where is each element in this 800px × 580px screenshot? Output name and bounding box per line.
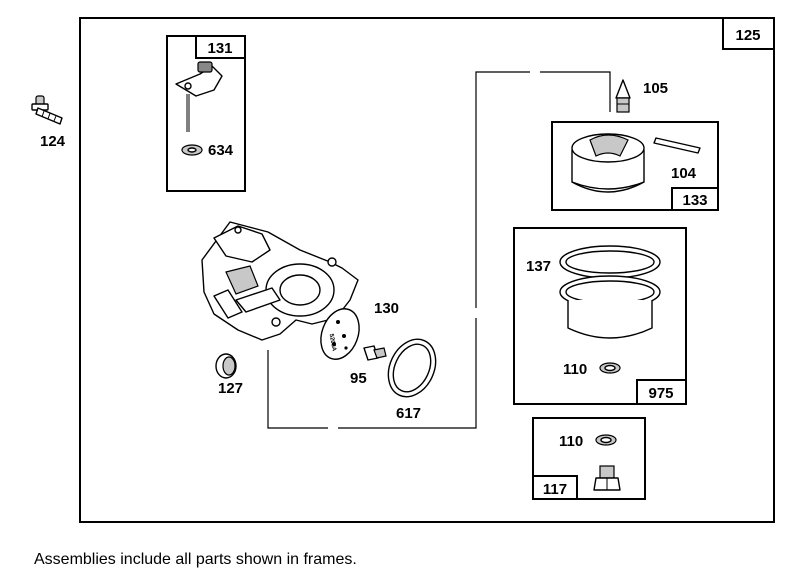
tag-117-box bbox=[532, 475, 578, 500]
tag-133-box bbox=[671, 187, 719, 211]
label-105: 105 bbox=[643, 80, 668, 97]
gasket-617-part bbox=[387, 338, 437, 398]
label-95: 95 bbox=[350, 370, 367, 387]
label-131: 131 bbox=[207, 40, 232, 57]
assembly-connector-line bbox=[267, 71, 611, 429]
label-125: 125 bbox=[735, 27, 760, 44]
plate-stamp: 5208A bbox=[328, 333, 337, 352]
float-assembly-part bbox=[175, 61, 223, 132]
screw-124-part bbox=[31, 95, 63, 125]
label-117: 117 bbox=[543, 481, 567, 498]
label-110b: 110 bbox=[559, 433, 583, 450]
screw-95-part bbox=[363, 345, 387, 361]
label-137: 137 bbox=[526, 258, 551, 275]
label-634: 634 bbox=[208, 142, 234, 159]
label-127: 127 bbox=[218, 380, 243, 397]
washer-110b-part bbox=[595, 434, 617, 446]
footnote: Assemblies include all parts shown in fr… bbox=[34, 551, 357, 568]
label-104: 104 bbox=[671, 165, 697, 182]
bolt-117-part bbox=[593, 465, 621, 491]
label-975: 975 bbox=[648, 385, 673, 402]
frame-117 bbox=[532, 417, 646, 500]
plug-127-part bbox=[215, 353, 237, 379]
label-617: 617 bbox=[396, 405, 421, 422]
frame-133 bbox=[551, 121, 719, 211]
main-assembly-frame bbox=[79, 17, 775, 523]
tag-975-box bbox=[636, 379, 687, 405]
bowl-137-part bbox=[559, 245, 661, 339]
tag-131-box bbox=[195, 35, 246, 59]
pin-104-part bbox=[653, 137, 701, 154]
needle-105-part bbox=[615, 79, 631, 113]
washer-110a-part bbox=[599, 362, 621, 374]
label-130: 130 bbox=[374, 300, 399, 317]
carburetor-body-part bbox=[201, 221, 359, 341]
seal-ring-634-part bbox=[181, 144, 203, 156]
tag-125-box bbox=[722, 17, 775, 50]
float-133-part bbox=[571, 133, 645, 193]
label-133: 133 bbox=[682, 192, 707, 209]
plate-130-part: 5208A bbox=[320, 308, 360, 360]
frame-131 bbox=[166, 35, 246, 192]
label-110a: 110 bbox=[563, 361, 587, 378]
frame-975 bbox=[513, 227, 687, 405]
label-124: 124 bbox=[40, 133, 66, 150]
